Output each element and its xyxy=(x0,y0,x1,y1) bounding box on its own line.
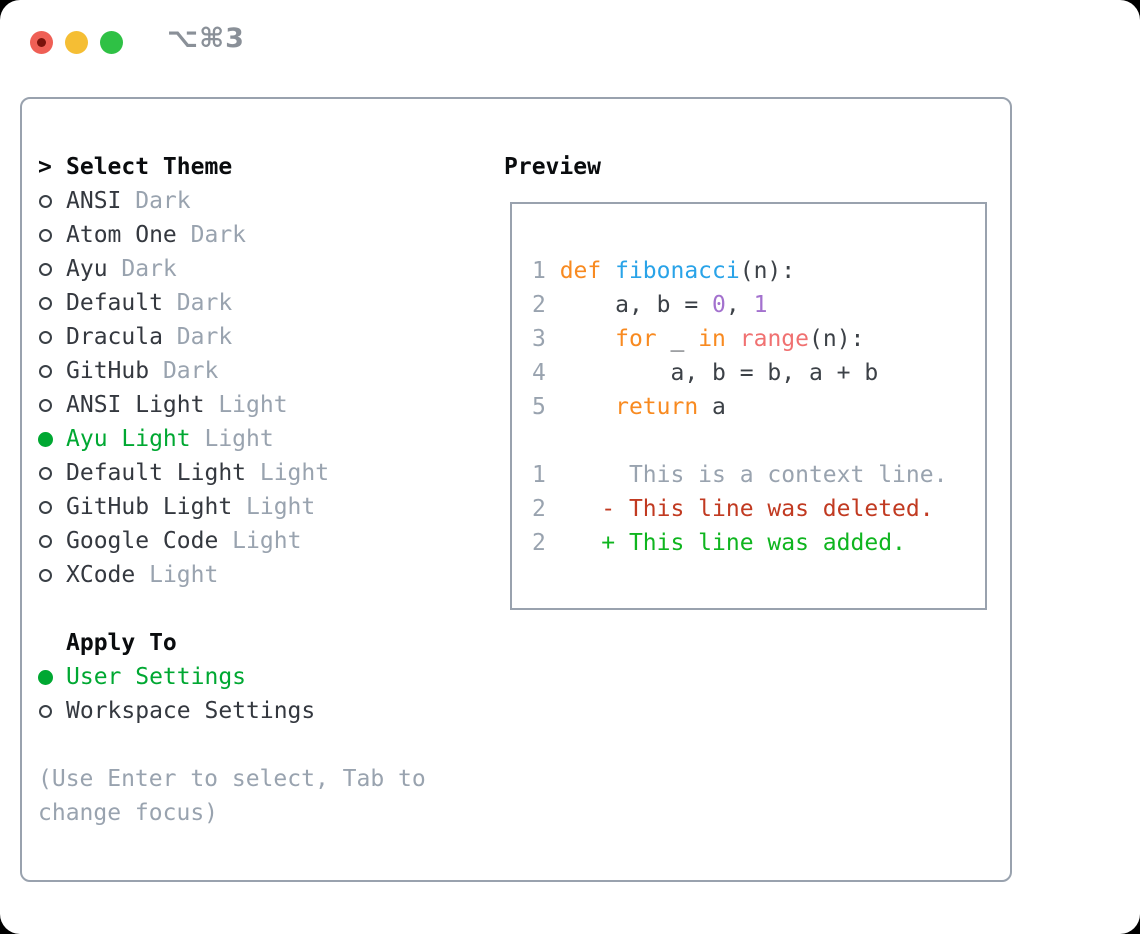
code-line: 2 a, b = 0, 1 xyxy=(532,292,768,318)
spacer xyxy=(38,728,488,762)
code-line: 4 a, b = b, a + b xyxy=(532,360,879,386)
preview-code: 1 def fibonacci(n): 2 a, b = 0, 1 3 for _ … xyxy=(532,254,985,560)
radio-unselected-icon xyxy=(38,354,66,388)
code-line: 3 for _ in range(n): xyxy=(532,326,865,352)
window-shortcut-label: ⌥⌘3 xyxy=(167,23,245,54)
preview-header: Preview xyxy=(504,150,601,184)
theme-item-ansi-light[interactable]: ANSI Light Light xyxy=(38,388,488,422)
apply-to-header: Apply To xyxy=(38,626,488,660)
item-label: Google Code Light xyxy=(66,528,302,554)
code-line: 1 def fibonacci(n): xyxy=(532,258,796,284)
blank-line xyxy=(532,424,985,458)
zoom-button[interactable] xyxy=(100,31,123,54)
radio-unselected-icon xyxy=(38,184,66,218)
radio-unselected-icon xyxy=(38,524,66,558)
preview-box: 1 def fibonacci(n): 2 a, b = 0, 1 3 for _ … xyxy=(510,202,987,610)
radio-unselected-icon xyxy=(38,558,66,592)
item-label: Atom One Dark xyxy=(66,222,247,248)
apply-option-user-settings[interactable]: User Settings xyxy=(38,660,488,694)
item-label: GitHub Dark xyxy=(66,358,219,384)
radio-unselected-icon xyxy=(38,388,66,422)
radio-selected-icon xyxy=(38,660,66,694)
radio-unselected-icon xyxy=(38,218,66,252)
item-label: Default Dark xyxy=(66,290,233,316)
theme-item-ansi[interactable]: ANSI Dark xyxy=(38,184,488,218)
code-line: 1 This is a context line. xyxy=(532,462,948,488)
radio-unselected-icon xyxy=(38,320,66,354)
item-label: Ayu Light Light xyxy=(66,426,274,452)
radio-unselected-icon xyxy=(38,456,66,490)
item-label: ANSI Light Light xyxy=(66,392,288,418)
theme-item-github[interactable]: GitHub Dark xyxy=(38,354,488,388)
item-label: ANSI Dark xyxy=(66,188,191,214)
preview-title: Preview xyxy=(504,154,601,180)
item-label: Default Light Light xyxy=(66,460,330,486)
apply-option-workspace-settings[interactable]: Workspace Settings xyxy=(38,694,488,728)
theme-item-ayu[interactable]: Ayu Dark xyxy=(38,252,488,286)
close-dot-icon xyxy=(37,38,46,47)
select-theme-header: > Select Theme xyxy=(38,150,488,184)
radio-unselected-icon xyxy=(38,490,66,524)
radio-unselected-icon xyxy=(38,694,66,728)
prompt-caret-icon: > xyxy=(38,154,52,180)
apply-to-indent xyxy=(38,626,66,660)
theme-item-default-light[interactable]: Default Light Light xyxy=(38,456,488,490)
code-line: 2 - This line was deleted. xyxy=(532,496,934,522)
item-label: User Settings xyxy=(66,664,247,690)
close-button[interactable] xyxy=(30,31,53,54)
item-label: Ayu Dark xyxy=(66,256,177,282)
theme-item-dracula[interactable]: Dracula Dark xyxy=(38,320,488,354)
theme-item-google-code[interactable]: Google Code Light xyxy=(38,524,488,558)
code-line: 5 return a xyxy=(532,394,726,420)
apply-to-title: Apply To xyxy=(66,630,177,656)
item-label: GitHub Light Light xyxy=(66,494,316,520)
radio-selected-icon xyxy=(38,422,66,456)
spacer xyxy=(38,592,488,626)
item-label: Dracula Dark xyxy=(66,324,233,350)
radio-unselected-icon xyxy=(38,252,66,286)
minimize-button[interactable] xyxy=(65,31,88,54)
item-label: XCode Light xyxy=(66,562,219,588)
select-theme-title: Select Theme xyxy=(66,154,233,180)
theme-item-default[interactable]: Default Dark xyxy=(38,286,488,320)
theme-item-ayu-light[interactable]: Ayu Light Light xyxy=(38,422,488,456)
radio-unselected-icon xyxy=(38,286,66,320)
code-line: 2 + This line was added. xyxy=(532,530,906,556)
hint-text: (Use Enter to select, Tab to change focu… xyxy=(38,766,426,826)
theme-item-atom-one[interactable]: Atom One Dark xyxy=(38,218,488,252)
theme-item-xcode[interactable]: XCode Light xyxy=(38,558,488,592)
theme-item-github-light[interactable]: GitHub Light Light xyxy=(38,490,488,524)
item-label: Workspace Settings xyxy=(66,698,316,724)
titlebar: ⌥⌘3 xyxy=(0,0,1140,84)
